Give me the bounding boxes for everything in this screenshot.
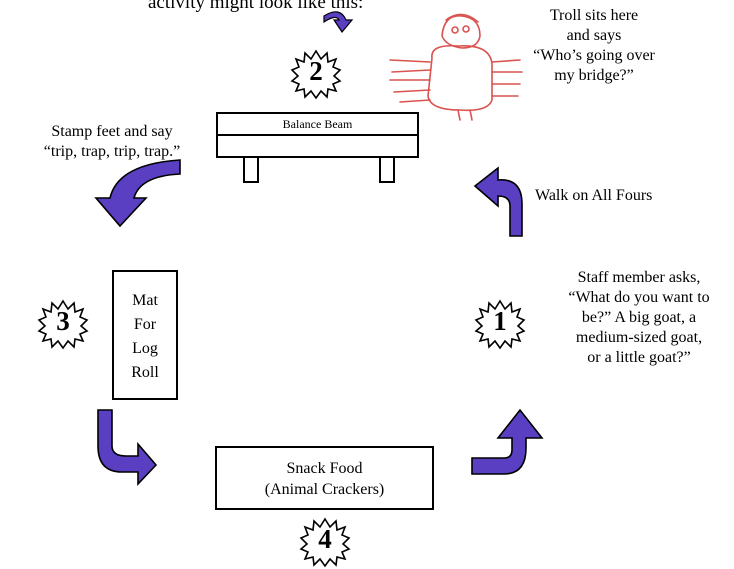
balance-beam-leg: [243, 156, 259, 183]
balance-beam-label-box: Balance Beam: [216, 112, 419, 136]
stamp-note-line: “trip, trap, trip, trap.”: [43, 143, 181, 160]
mat-line: Roll: [131, 364, 159, 381]
curved-arrow-icon: [473, 166, 523, 237]
intro-text: activity might look like this:: [148, 0, 364, 13]
staff-note: Staff member asks, “What do you want to …: [536, 268, 734, 368]
curved-arrow-icon: [97, 409, 158, 487]
staff-note-line: medium-sized goat,: [575, 329, 703, 346]
staff-note-line: or a little goat?”: [587, 349, 691, 366]
troll-note: Troll sits here and says “Who’s going ov…: [474, 6, 714, 86]
staff-note-line: Staff member asks,: [577, 269, 701, 286]
mat-line: Mat: [132, 292, 158, 309]
snack-line: (Animal Crackers): [264, 481, 385, 498]
troll-note-line: my bridge?”: [554, 67, 634, 84]
badge-number-1: 1: [493, 306, 507, 336]
badge-number-2: 2: [309, 56, 323, 86]
snack-station: Snack Food (Animal Crackers): [215, 446, 434, 510]
balance-beam-leg: [379, 156, 395, 183]
mat-line: For: [133, 316, 157, 333]
curved-arrow-icon: [94, 159, 181, 228]
snack-line: Snack Food: [286, 460, 363, 477]
balance-beam-body: [216, 134, 419, 158]
mat-line: Log: [132, 340, 158, 357]
troll-note-line: Troll sits here: [549, 7, 639, 24]
badge-number-3: 3: [56, 306, 70, 336]
troll-note-line: and says: [566, 27, 622, 44]
mat-station: Mat For Log Roll: [112, 270, 178, 400]
troll-note-line: “Who’s going over: [533, 47, 655, 64]
staff-note-line: be?” A big goat, a: [581, 309, 697, 326]
curved-arrow-icon: [323, 11, 354, 34]
badge-number-4: 4: [318, 524, 332, 554]
walk-note: Walk on All Fours: [535, 187, 653, 204]
staff-note-line: “What do you want to: [568, 289, 710, 306]
curved-arrow-icon: [471, 408, 544, 475]
stamp-note-line: Stamp feet and say: [51, 123, 173, 140]
troll-sketch-icon: [389, 13, 523, 121]
stamp-note: Stamp feet and say “trip, trap, trip, tr…: [2, 122, 222, 162]
